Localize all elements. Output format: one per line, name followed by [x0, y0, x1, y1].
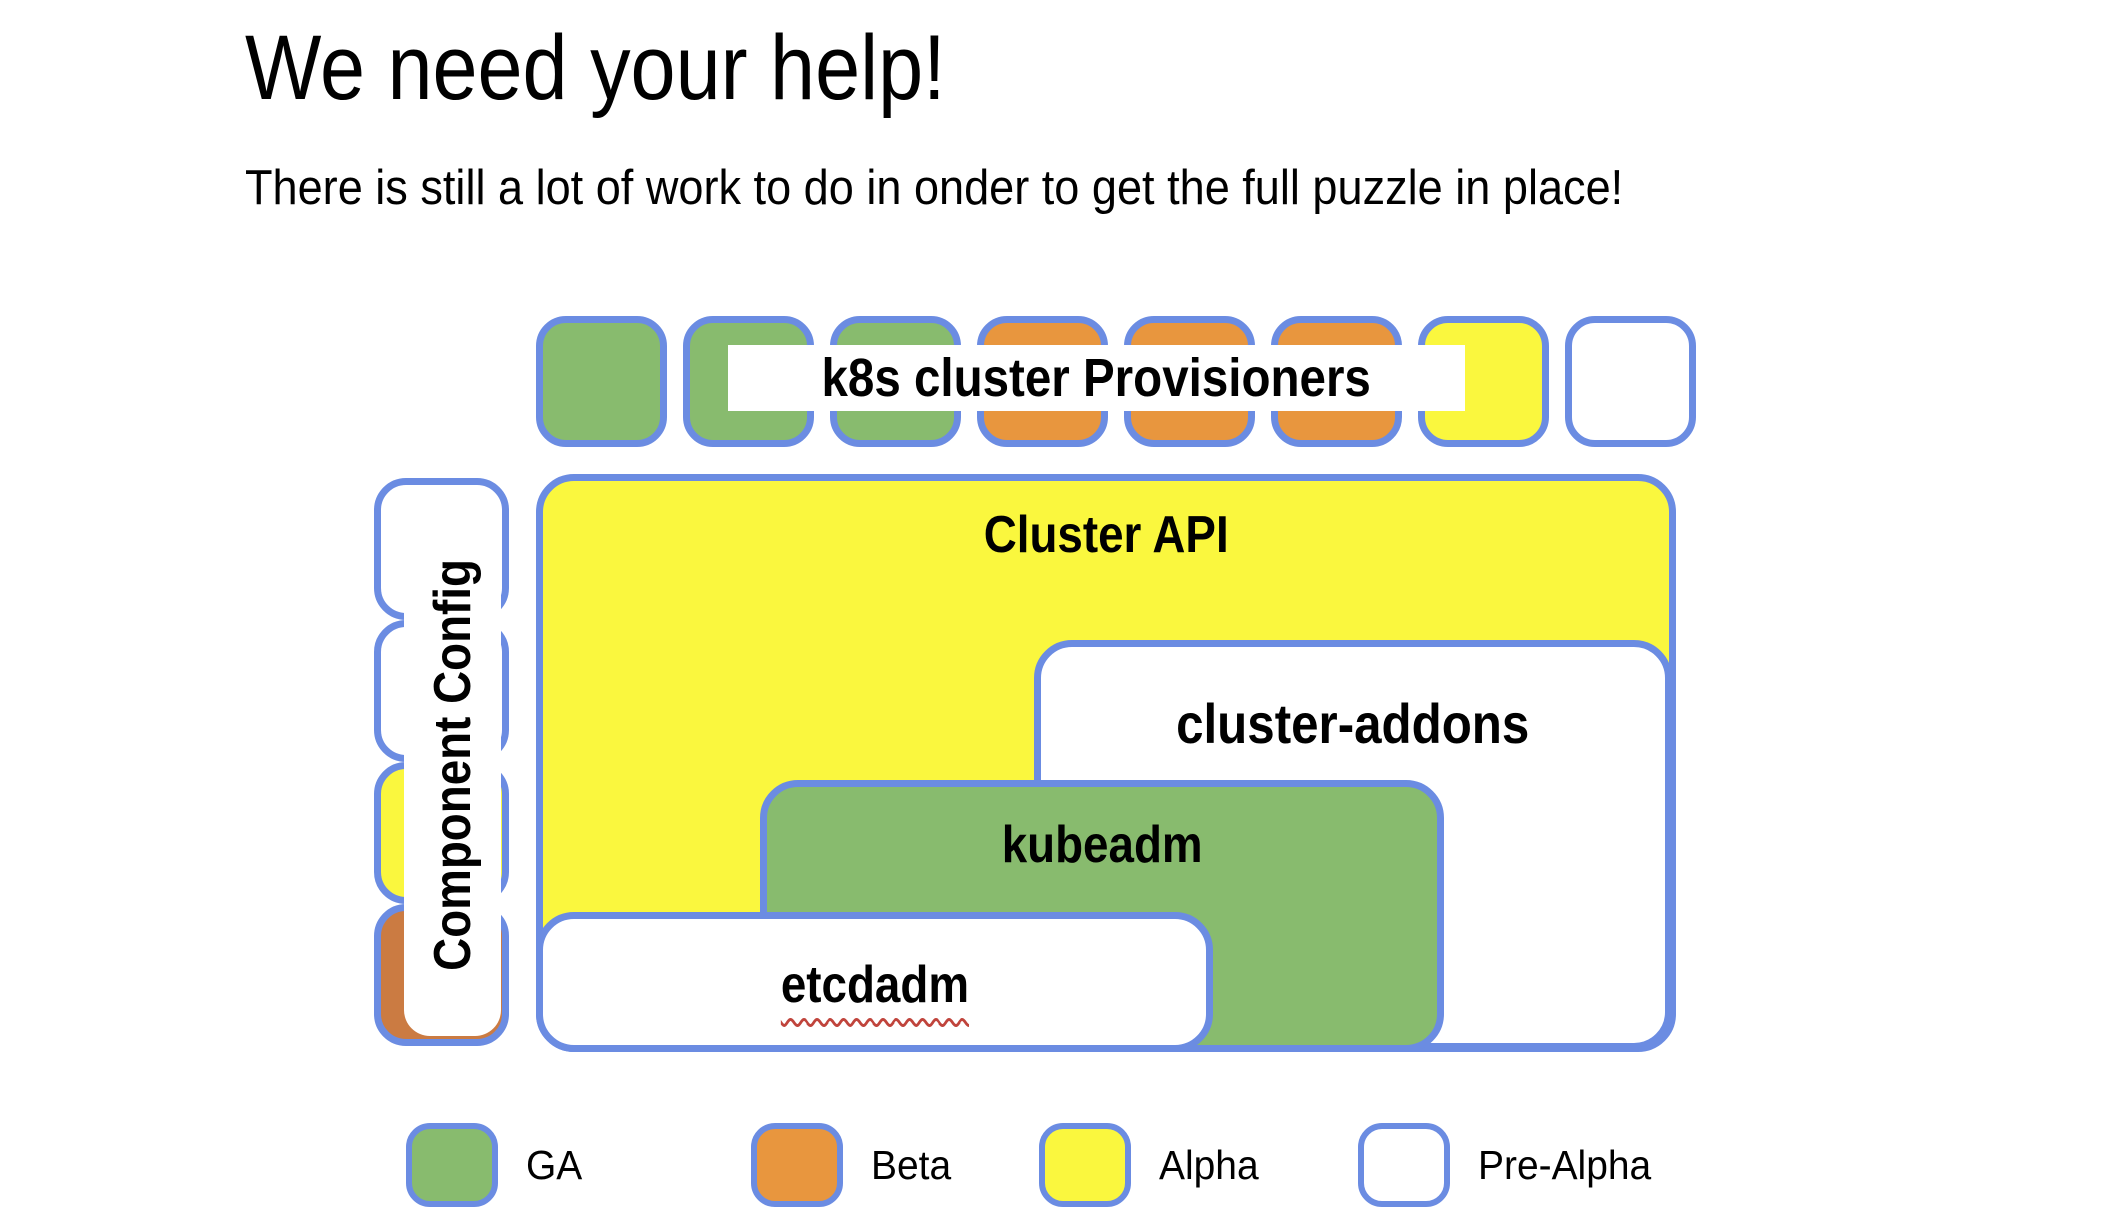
legend-label: Beta — [871, 1141, 952, 1188]
legend-item-pre-alpha: Pre-Alpha — [1358, 1120, 1660, 1210]
etcdadm-box: etcdadm — [536, 912, 1213, 1052]
slide-title: We need your help! — [245, 16, 1041, 122]
provisioner-square-green — [536, 316, 667, 447]
status-legend: GA Beta Alpha Pre-Alpha — [0, 1120, 2126, 1215]
component-config-label-text: Component Config — [423, 559, 482, 971]
legend-swatch-white — [1358, 1123, 1450, 1207]
legend-label: Alpha — [1159, 1141, 1259, 1188]
component-config-label: Component Config — [404, 494, 501, 1036]
legend-swatch-orange — [751, 1123, 843, 1207]
kubeadm-label: kubeadm — [767, 816, 1437, 874]
cluster-addons-label: cluster-addons — [1041, 693, 1665, 755]
legend-swatch-yellow — [1039, 1123, 1131, 1207]
provisioners-label-text: k8s cluster Provisioners — [821, 348, 1372, 408]
kubeadm-label-text: kubeadm — [1001, 816, 1203, 874]
legend-swatch-green — [406, 1123, 498, 1207]
etcdadm-label-text: etcdadm — [780, 956, 969, 1014]
legend-item-alpha: Alpha — [1039, 1120, 1264, 1210]
slide-subtitle-text: There is still a lot of work to do in on… — [245, 161, 1624, 215]
cluster-api-label-text: Cluster API — [983, 506, 1229, 564]
etcdadm-label: etcdadm — [543, 956, 1206, 1014]
legend-item-beta: Beta — [751, 1120, 955, 1210]
provisioners-label: k8s cluster Provisioners — [728, 345, 1465, 411]
legend-label: Pre-Alpha — [1478, 1141, 1652, 1188]
slide-title-text: We need your help! — [245, 17, 946, 119]
legend-label: GA — [526, 1141, 583, 1188]
slide-subtitle: There is still a lot of work to do in on… — [245, 158, 1743, 219]
provisioner-square-white — [1565, 316, 1696, 447]
cluster-api-label: Cluster API — [543, 506, 1669, 564]
cluster-addons-label-text: cluster-addons — [1176, 692, 1530, 755]
legend-item-ga: GA — [406, 1120, 585, 1210]
